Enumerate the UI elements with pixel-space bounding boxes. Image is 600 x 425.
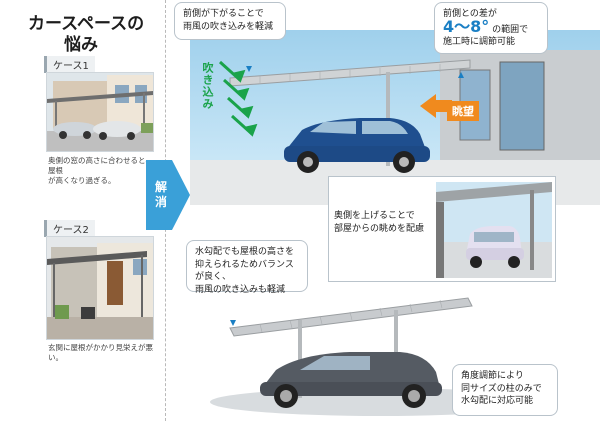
callout-balance-line-3: 雨風の吹き込みも軽減 — [195, 284, 286, 295]
callout-angle-range: 前側との差が 4〜8° の範囲で 施工時に調節可能 — [434, 2, 548, 54]
view-panel-line-1: 奥側を上げることで — [334, 211, 415, 221]
case1-caption: 奥側の窓の高さに合わせると、屋根 が高くなり過ぎる。 — [48, 156, 160, 186]
view-panel-photo — [436, 182, 552, 278]
angle-range-value: 4〜8° — [443, 16, 490, 36]
callout-balance-line-1: 水勾配でも屋根の高さを — [195, 247, 295, 257]
callout-adjust-line-2: 同サイズの柱のみで — [461, 383, 542, 394]
title-line-2: 悩み — [64, 35, 98, 55]
view-panel-illustration — [436, 182, 552, 278]
title-line-1: カースペースの — [28, 14, 145, 34]
left-title: カースペースの 悩み — [28, 14, 144, 56]
callout-balance: 水勾配でも屋根の高さを 抑えられるためバランスが良く、 雨風の吹き込みも軽減 — [186, 240, 308, 295]
callout-balance-line-2: 抑えられるためバランスが良く、 — [195, 259, 294, 283]
case1-caption-line-2: が高くなり過ぎる。 — [48, 176, 116, 185]
solve-arrow-label: 解消 — [154, 180, 167, 209]
case2-caption: 玄関に屋根がかかり見栄えが悪い。 — [48, 343, 153, 362]
view-panel-line-2: 部屋からの眺めを配慮 — [334, 224, 425, 234]
case1-label: ケース1 — [44, 56, 95, 73]
callout-adjust-line-1: 角度調節により — [461, 371, 524, 381]
top-scene-illustration — [190, 30, 600, 205]
top-scene — [190, 0, 600, 205]
callout-front-lower-line-1: 前側が下がることで — [183, 9, 264, 19]
callout-angle-suffix: の範囲で — [492, 24, 529, 35]
callout-front-lower: 前側が下がることで 雨風の吹き込みを軽減 — [174, 2, 286, 40]
callout-adjust-line-3: 水勾配に対応可能 — [461, 396, 534, 406]
callout-angle-adjust: 角度調節により 同サイズの柱のみで 水勾配に対応可能 — [452, 364, 558, 416]
callout-front-lower-line-2: 雨風の吹き込みを軽減 — [183, 21, 274, 32]
callout-angle-line-2: 4〜8° の範囲で — [443, 18, 539, 37]
callout-angle-line-3: 施工時に調節可能 — [443, 37, 516, 47]
view-label: 眺望 — [447, 101, 479, 121]
solve-arrow-icon — [146, 160, 190, 230]
case1-illustration — [47, 73, 153, 151]
case1-photo — [46, 72, 154, 152]
case2-photo — [46, 236, 154, 340]
callout-angle-line-1: 前側との差が — [443, 9, 497, 19]
case2-label: ケース2 — [44, 220, 95, 237]
case2-illustration — [47, 237, 153, 339]
case1-caption-line-1: 奥側の窓の高さに合わせると、屋根 — [48, 156, 153, 175]
wind-label: 吹き込み — [201, 62, 214, 110]
view-panel-text: 奥側を上げることで 部屋からの眺めを配慮 — [334, 210, 424, 236]
